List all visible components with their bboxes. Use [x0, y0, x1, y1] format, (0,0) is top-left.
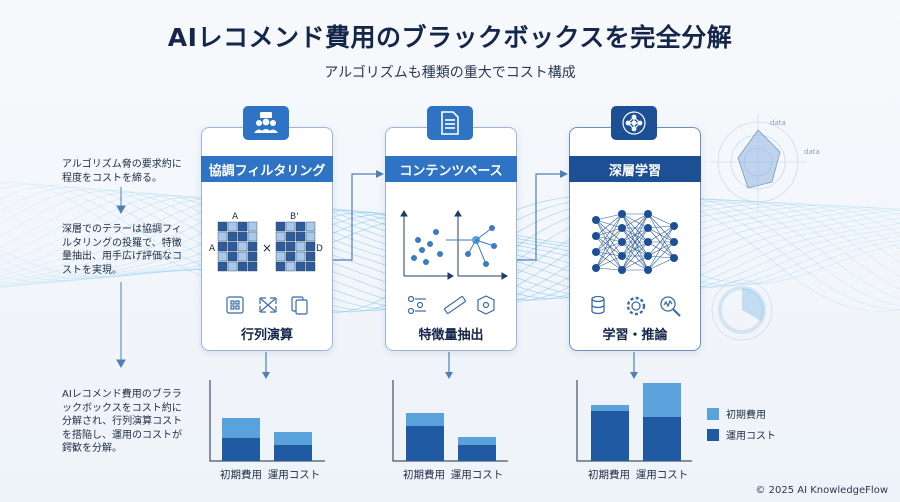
matrix-tool-icons: [226, 296, 308, 315]
page-subtitle: アルゴリズムも種類の重大でコスト構成: [324, 65, 576, 81]
nn-node: [644, 210, 652, 218]
pie-decoration: [711, 279, 773, 341]
card-footer-label: 行列演算: [240, 328, 293, 343]
nn-node: [592, 248, 600, 256]
legend-item-operation: 運用コスト: [707, 427, 776, 442]
legend-swatch-operation: [707, 428, 719, 441]
card-deep-learning: 深層学習 学習・推論: [569, 127, 701, 351]
team-icon: [243, 106, 289, 140]
legend: 初期費用 運用コスト: [707, 406, 776, 442]
nn-node: [670, 238, 678, 246]
bar-initial-bottom: [591, 411, 629, 461]
legend-label-initial: 初期費用: [726, 410, 766, 421]
page-title: AIレコメンド費用のブラックボックスを完全分解: [167, 23, 733, 52]
matrix-label-b: B': [290, 212, 299, 222]
bar-operation-bottom: [274, 445, 312, 461]
bar-initial-top: [406, 413, 444, 426]
multiply-operator: ×: [262, 241, 273, 255]
side-note-2: 深層でのテラーは協調フィ ルタリングの投羅で、特徴 量抽出、用手広げ評価なコ ス…: [62, 224, 182, 276]
bar-operation-top: [274, 432, 312, 445]
nn-node: [618, 238, 626, 246]
legend-label-operation: 運用コスト: [726, 431, 776, 442]
card-footer-label: 学習・推論: [602, 328, 668, 343]
nn-node: [618, 210, 626, 218]
matrix-label-left: A: [209, 244, 216, 254]
copyright: © 2025 AI KnowledgeFlow: [755, 485, 888, 496]
nn-node: [644, 224, 652, 232]
nn-node: [592, 232, 600, 240]
bar-operation-top: [458, 437, 496, 445]
nn-node: [592, 216, 600, 224]
nn-node: [644, 266, 652, 274]
legend-item-initial: 初期費用: [707, 406, 776, 421]
card-collaborative-filtering: 協調フィルタリング A B' A D × 行列演算: [201, 127, 333, 351]
nn-node: [644, 252, 652, 260]
bar-x-label: 初期費用: [403, 469, 445, 481]
training-tool-icons: [591, 295, 681, 317]
card-footer-label: 特徴量抽出: [418, 328, 484, 343]
radar-label: data: [804, 148, 820, 156]
nn-node: [670, 222, 678, 230]
matrix-illustration: [217, 221, 316, 272]
card-header: 深層学習: [569, 156, 701, 182]
side-note-3: AIレコメンド費用のブララ ックボックスをコスト約に 分解され、行列演算コスト …: [62, 389, 183, 454]
side-note-1: アルゴリズム脅の要求約に 程度をコストを締る。: [62, 159, 182, 184]
bar-initial-top: [591, 405, 629, 411]
scatter-illustration: [400, 210, 508, 280]
bar-initial-bottom: [406, 426, 444, 461]
brain-network-icon: [611, 106, 657, 140]
bar-x-label: 運用コスト: [267, 469, 321, 481]
bar-initial-top: [222, 418, 260, 438]
radar-label: data: [770, 119, 786, 127]
bar-x-label: 初期費用: [220, 469, 262, 481]
neural-network-illustration: [592, 210, 678, 274]
bar-operation-bottom: [643, 417, 681, 461]
nn-node: [644, 238, 652, 246]
nn-node: [618, 266, 626, 274]
bar-x-label: 初期費用: [588, 469, 630, 481]
nn-node: [618, 224, 626, 232]
card-header: 協調フィルタリング: [201, 156, 333, 182]
matrix-label-a: A: [232, 212, 239, 222]
legend-swatch-initial: [707, 407, 719, 420]
bar-operation-bottom: [458, 445, 496, 461]
card-header: コンテンツベース: [385, 156, 517, 182]
radar-decoration: [710, 114, 806, 210]
document-icon: [427, 106, 473, 140]
matrix-label-right: D: [316, 244, 323, 254]
nn-node: [592, 264, 600, 272]
card-content-based: コンテンツベース 特徴量抽出: [385, 127, 517, 351]
bar-operation-top: [643, 383, 681, 417]
bar-initial-bottom: [222, 438, 260, 461]
nn-node: [670, 254, 678, 262]
bar-x-label: 運用コスト: [450, 469, 504, 481]
bar-x-label: 運用コスト: [635, 469, 689, 481]
feature-tool-icons: [407, 295, 495, 315]
nn-node: [618, 252, 626, 260]
